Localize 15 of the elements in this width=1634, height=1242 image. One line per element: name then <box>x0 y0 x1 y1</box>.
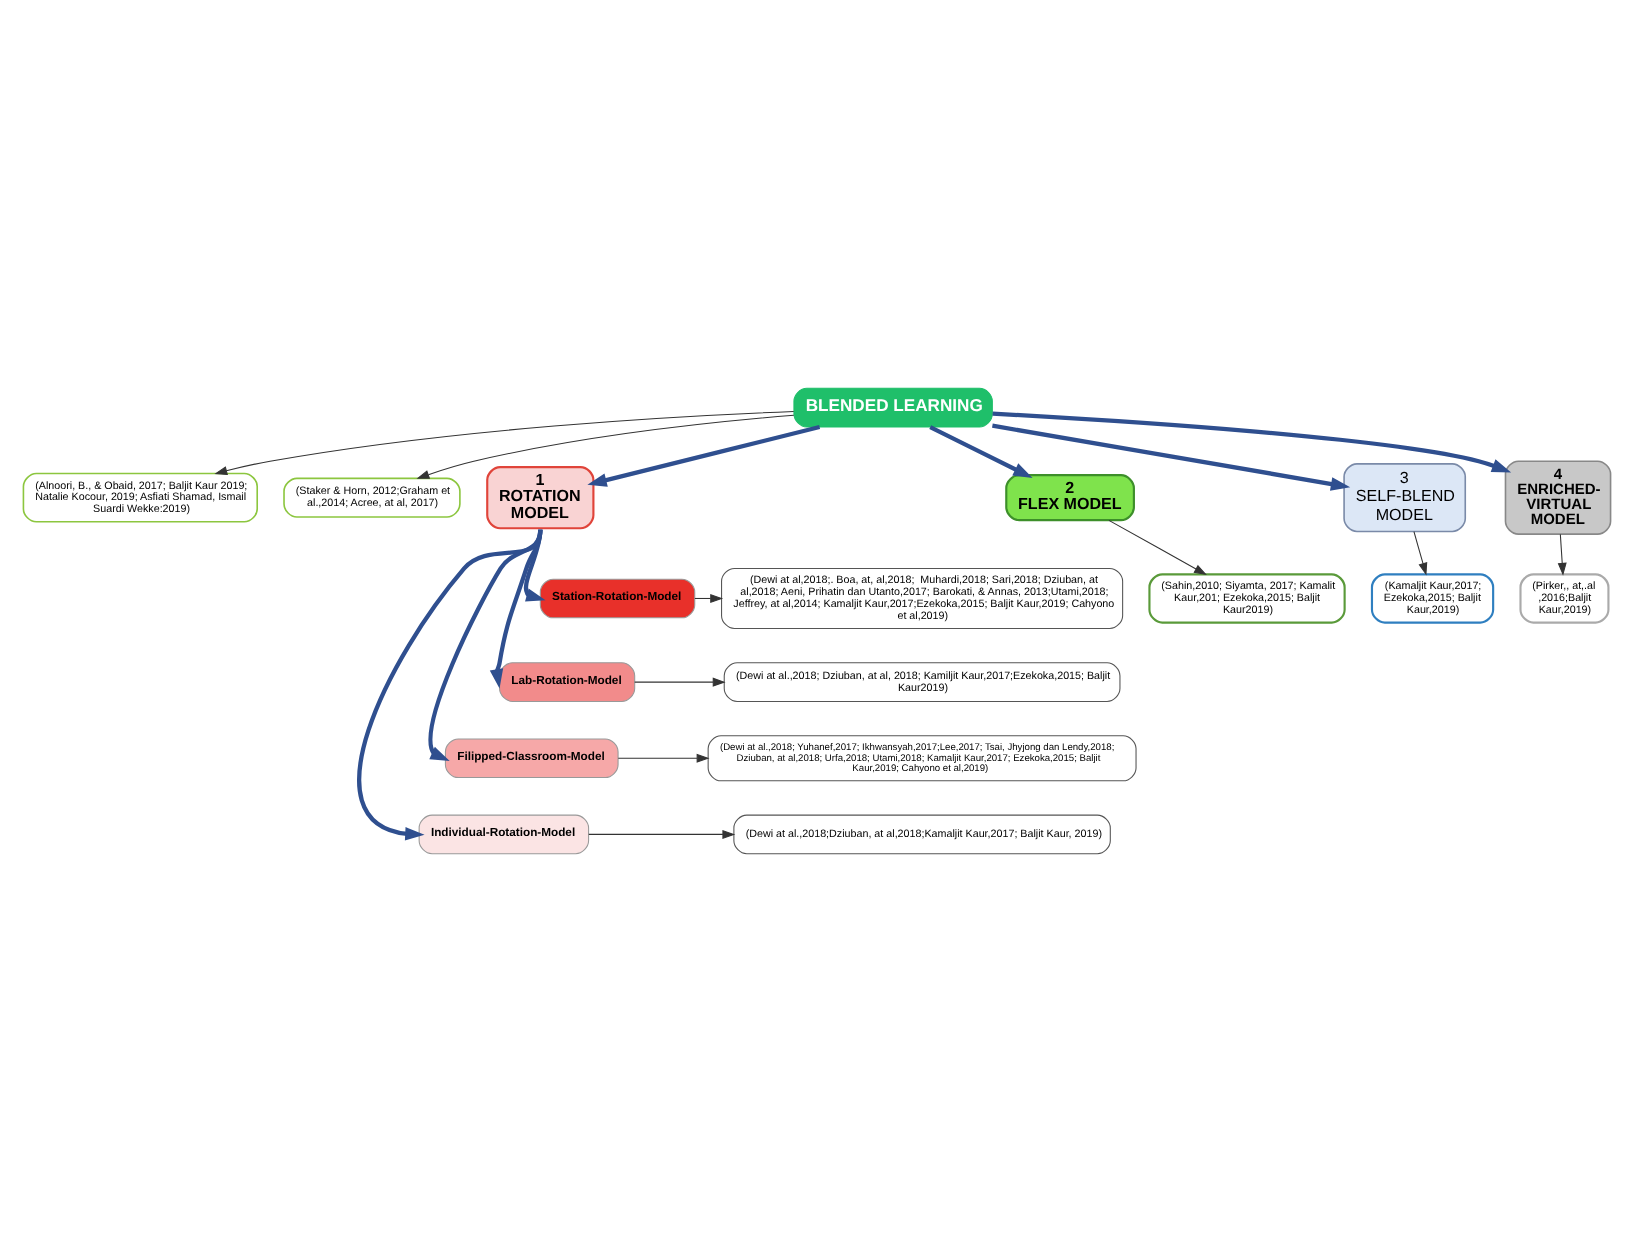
arrow <box>1557 533 1567 576</box>
arrow <box>428 529 543 761</box>
arrow <box>416 414 795 479</box>
node-box: BLENDED LEARNING <box>793 387 993 428</box>
arrow <box>1108 519 1207 576</box>
arrow <box>1413 531 1428 576</box>
arrow <box>634 677 726 687</box>
arrow <box>992 411 1512 473</box>
arrow <box>214 410 795 475</box>
arrow <box>617 753 710 763</box>
arrow <box>588 829 736 839</box>
arrow <box>929 425 1033 478</box>
arrow <box>357 529 543 841</box>
arrow <box>992 423 1351 491</box>
arrow <box>587 424 821 487</box>
